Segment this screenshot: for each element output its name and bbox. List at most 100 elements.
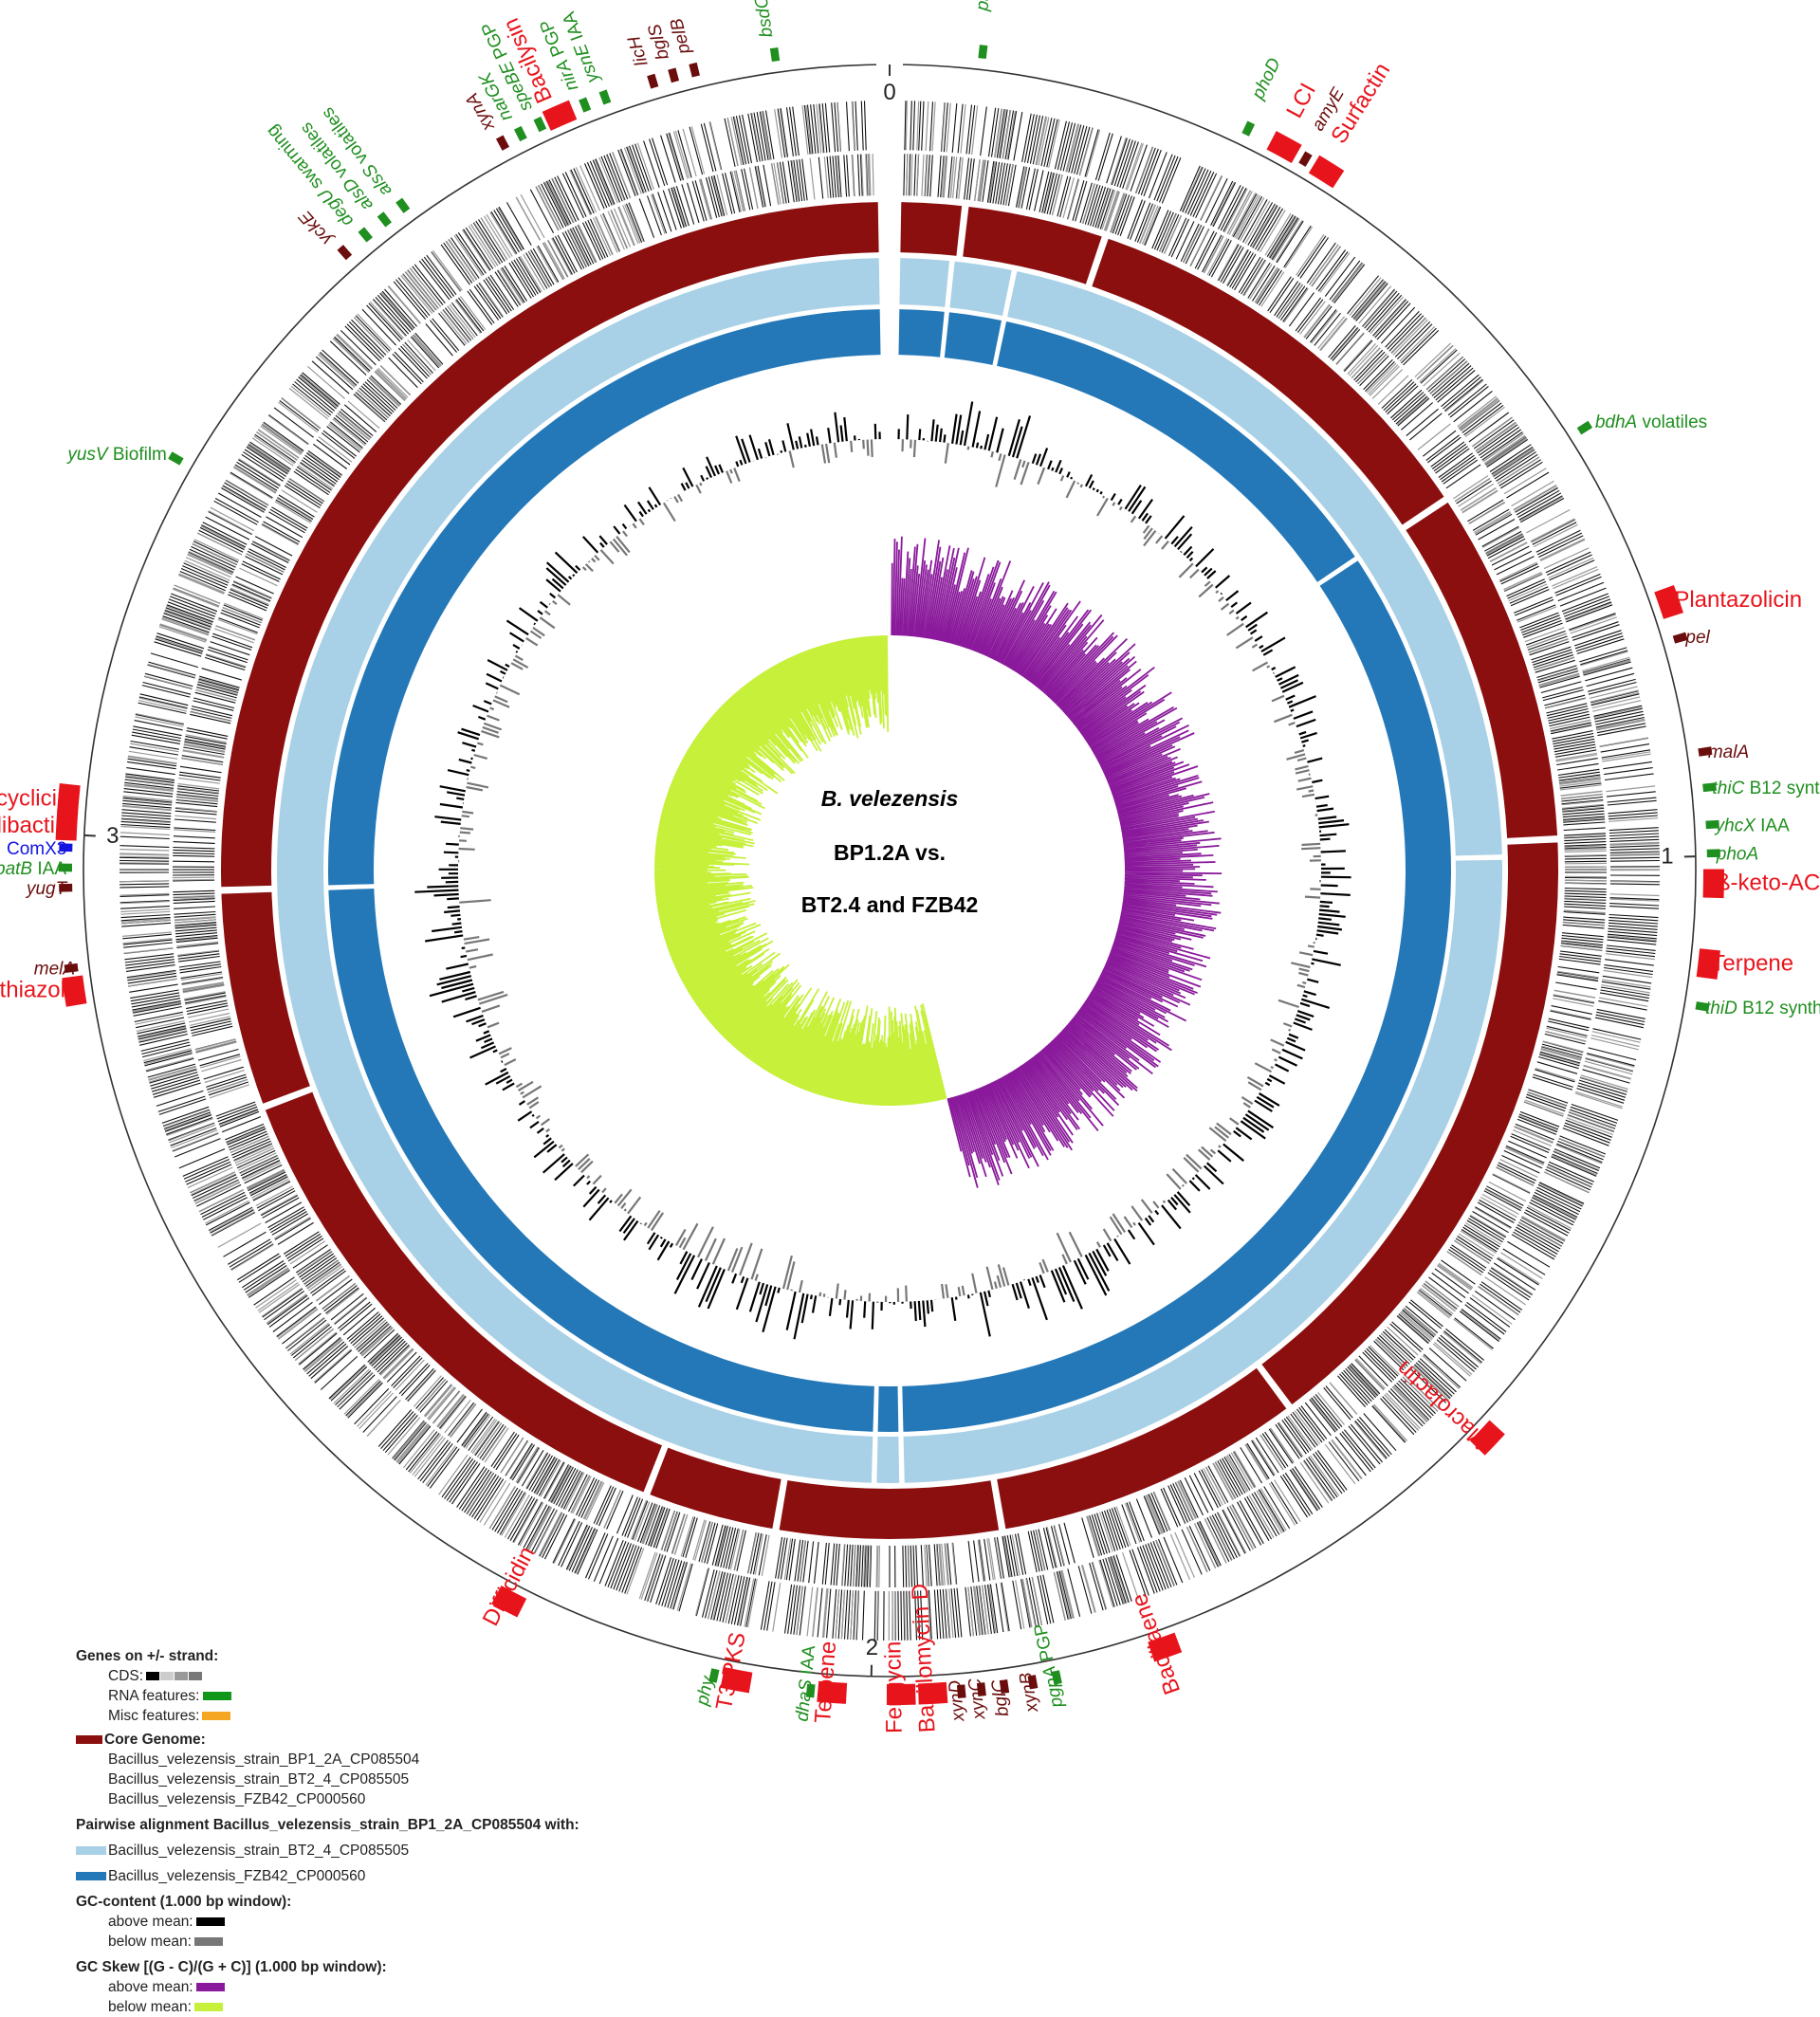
- legend-gc-above-label: above mean:: [108, 1914, 193, 1930]
- feature-label: Amylocyclicin: [0, 785, 69, 811]
- feature-marker: [1241, 120, 1256, 137]
- core-genome-gap: [772, 1477, 788, 1531]
- feature-marker: [59, 843, 73, 853]
- feature-marker: [513, 125, 527, 142]
- feature-label: ß-keto-ACPS: [1717, 871, 1820, 896]
- legend-skew-below-row: below mean:: [76, 1997, 759, 2017]
- feature-marker: [999, 1679, 1010, 1695]
- feature-marker: [1672, 632, 1688, 644]
- feature-marker: [1696, 948, 1720, 980]
- feature-label: pabB Biofilm: [972, 0, 1003, 12]
- core-genome-gap: [262, 1085, 314, 1111]
- feature-marker: [579, 97, 592, 113]
- legend-misc-label: Misc features:: [108, 1708, 200, 1724]
- scale-tick-label: 2: [866, 1635, 878, 1660]
- core-genome-gap: [1401, 496, 1449, 531]
- core-genome-gap: [1506, 835, 1559, 845]
- feature-marker: [1702, 782, 1717, 793]
- feature-marker: [1706, 849, 1720, 858]
- feature-marker: [358, 227, 373, 243]
- legend-misc-row: Misc features:: [76, 1706, 759, 1726]
- legend-pairwise-row-fzb42: Bacillus_velezensis_FZB42_CP000560: [76, 1866, 759, 1886]
- legend-fzb42-swatch: [76, 1872, 106, 1880]
- feature-marker: [1266, 131, 1302, 163]
- feature-marker: [1308, 155, 1345, 189]
- cds-plus-strand-ring-grey: [119, 101, 1661, 1641]
- legend: Genes on +/- strand: CDS: RNA features: …: [76, 1646, 759, 2017]
- feature-label: Terpene: [810, 1641, 841, 1724]
- legend-rna-label: RNA features:: [108, 1688, 200, 1704]
- feature-marker: [58, 863, 73, 872]
- legend-skew-above-label: above mean:: [108, 1979, 193, 1995]
- feature-marker: [978, 45, 988, 60]
- pairwise-bt24-ring: [276, 258, 1502, 1483]
- gc-content-above: [414, 401, 1351, 1340]
- feature-label: melA: [34, 959, 75, 979]
- feature-marker: [59, 883, 73, 892]
- legend-cds-row: CDS:: [76, 1666, 759, 1686]
- feature-marker: [720, 1667, 753, 1694]
- center-title-comparison: BT2.4 and FZB42: [801, 892, 979, 917]
- legend-skew-below-swatch: [193, 2003, 223, 2011]
- gc-content-below: [458, 439, 1321, 1303]
- cds-minus-strand-ring: [172, 154, 1608, 1588]
- feature-label: bsdC IAA: [746, 0, 777, 39]
- scale-tick-label: 0: [883, 80, 895, 105]
- feature-marker: [956, 1684, 966, 1699]
- pairwise-fzb42-gap: [327, 884, 376, 890]
- legend-rna-swatch: [202, 1692, 231, 1700]
- gc-skew-above: [891, 536, 1223, 1188]
- legend-pairwise-item: Bacillus_velezensis_FZB42_CP000560: [108, 1868, 366, 1884]
- legend-pairwise-row-bt24: Bacillus_velezensis_strain_BT2_4_CP08550…: [76, 1841, 759, 1861]
- feature-label: thiD B12 synthesis: [1705, 999, 1820, 1018]
- legend-gc-below-label: below mean:: [108, 1934, 192, 1950]
- cds-rings: [119, 101, 1661, 1641]
- center-title-species: B. velezensis: [821, 786, 958, 811]
- feature-marker: [917, 1681, 948, 1705]
- pairwise-fzb42-gap: [939, 310, 950, 359]
- gc-skew-below: [653, 634, 947, 1107]
- legend-gc-below-row: below mean:: [76, 1932, 759, 1952]
- feature-marker: [647, 73, 659, 89]
- feature-label: ComX3: [7, 839, 66, 859]
- feature-label: phoD: [1248, 55, 1285, 103]
- legend-strand-header: Genes on +/- strand:: [76, 1648, 219, 1664]
- legend-core-item: Bacillus_velezensis_strain_BP1_2A_CP0855…: [108, 1751, 420, 1768]
- core-genome-ring: [220, 202, 1558, 1539]
- feature-marker: [598, 89, 612, 105]
- feature-label: bglC: [988, 1678, 1013, 1718]
- legend-cds-label: CDS:: [108, 1668, 144, 1684]
- center-title: B. velezensis BP1.2A vs. BT2.4 and FZB42: [801, 786, 979, 917]
- feature-marker: [805, 1683, 816, 1698]
- feature-marker: [337, 245, 353, 261]
- feature-label: patB IAA: [0, 859, 66, 879]
- pairwise-bt24-gap: [945, 260, 955, 309]
- legend-misc-swatch: [202, 1712, 231, 1720]
- core-genome-gap: [1085, 235, 1110, 287]
- legend-gc-above-row: above mean:: [76, 1912, 759, 1932]
- feature-label: xynC: [965, 1678, 990, 1722]
- feature-marker: [1705, 819, 1719, 830]
- legend-core-item: Bacillus_velezensis_strain_BT2_4_CP08550…: [108, 1771, 410, 1788]
- feature-marker: [55, 811, 79, 841]
- legend-pairwise-item: Bacillus_velezensis_strain_BT2_4_CP08550…: [108, 1843, 410, 1859]
- legend-core-header-row: Core Genome:: [76, 1730, 759, 1750]
- core-genome-gap: [956, 205, 969, 258]
- feature-marker: [377, 211, 393, 228]
- legend-core-swatch: [76, 1735, 102, 1745]
- feature-label: pel: [1684, 628, 1710, 648]
- scale-tick-label: 1: [1661, 844, 1673, 870]
- feature-marker: [708, 1668, 720, 1683]
- feature-marker: [1148, 1632, 1183, 1662]
- feature-marker: [817, 1680, 848, 1704]
- legend-gc-header: GC-content (1.000 bp window):: [76, 1894, 292, 1910]
- feature-marker: [1051, 1670, 1062, 1685]
- pairwise-fzb42-gap: [873, 1384, 879, 1433]
- feature-marker: [769, 46, 781, 62]
- cds-plus-strand-ring: [119, 101, 1661, 1641]
- legend-skew-above-row: above mean:: [76, 1977, 759, 1997]
- core-genome-gap: [643, 1444, 669, 1496]
- feature-marker: [689, 62, 700, 78]
- feature-marker: [1702, 869, 1724, 899]
